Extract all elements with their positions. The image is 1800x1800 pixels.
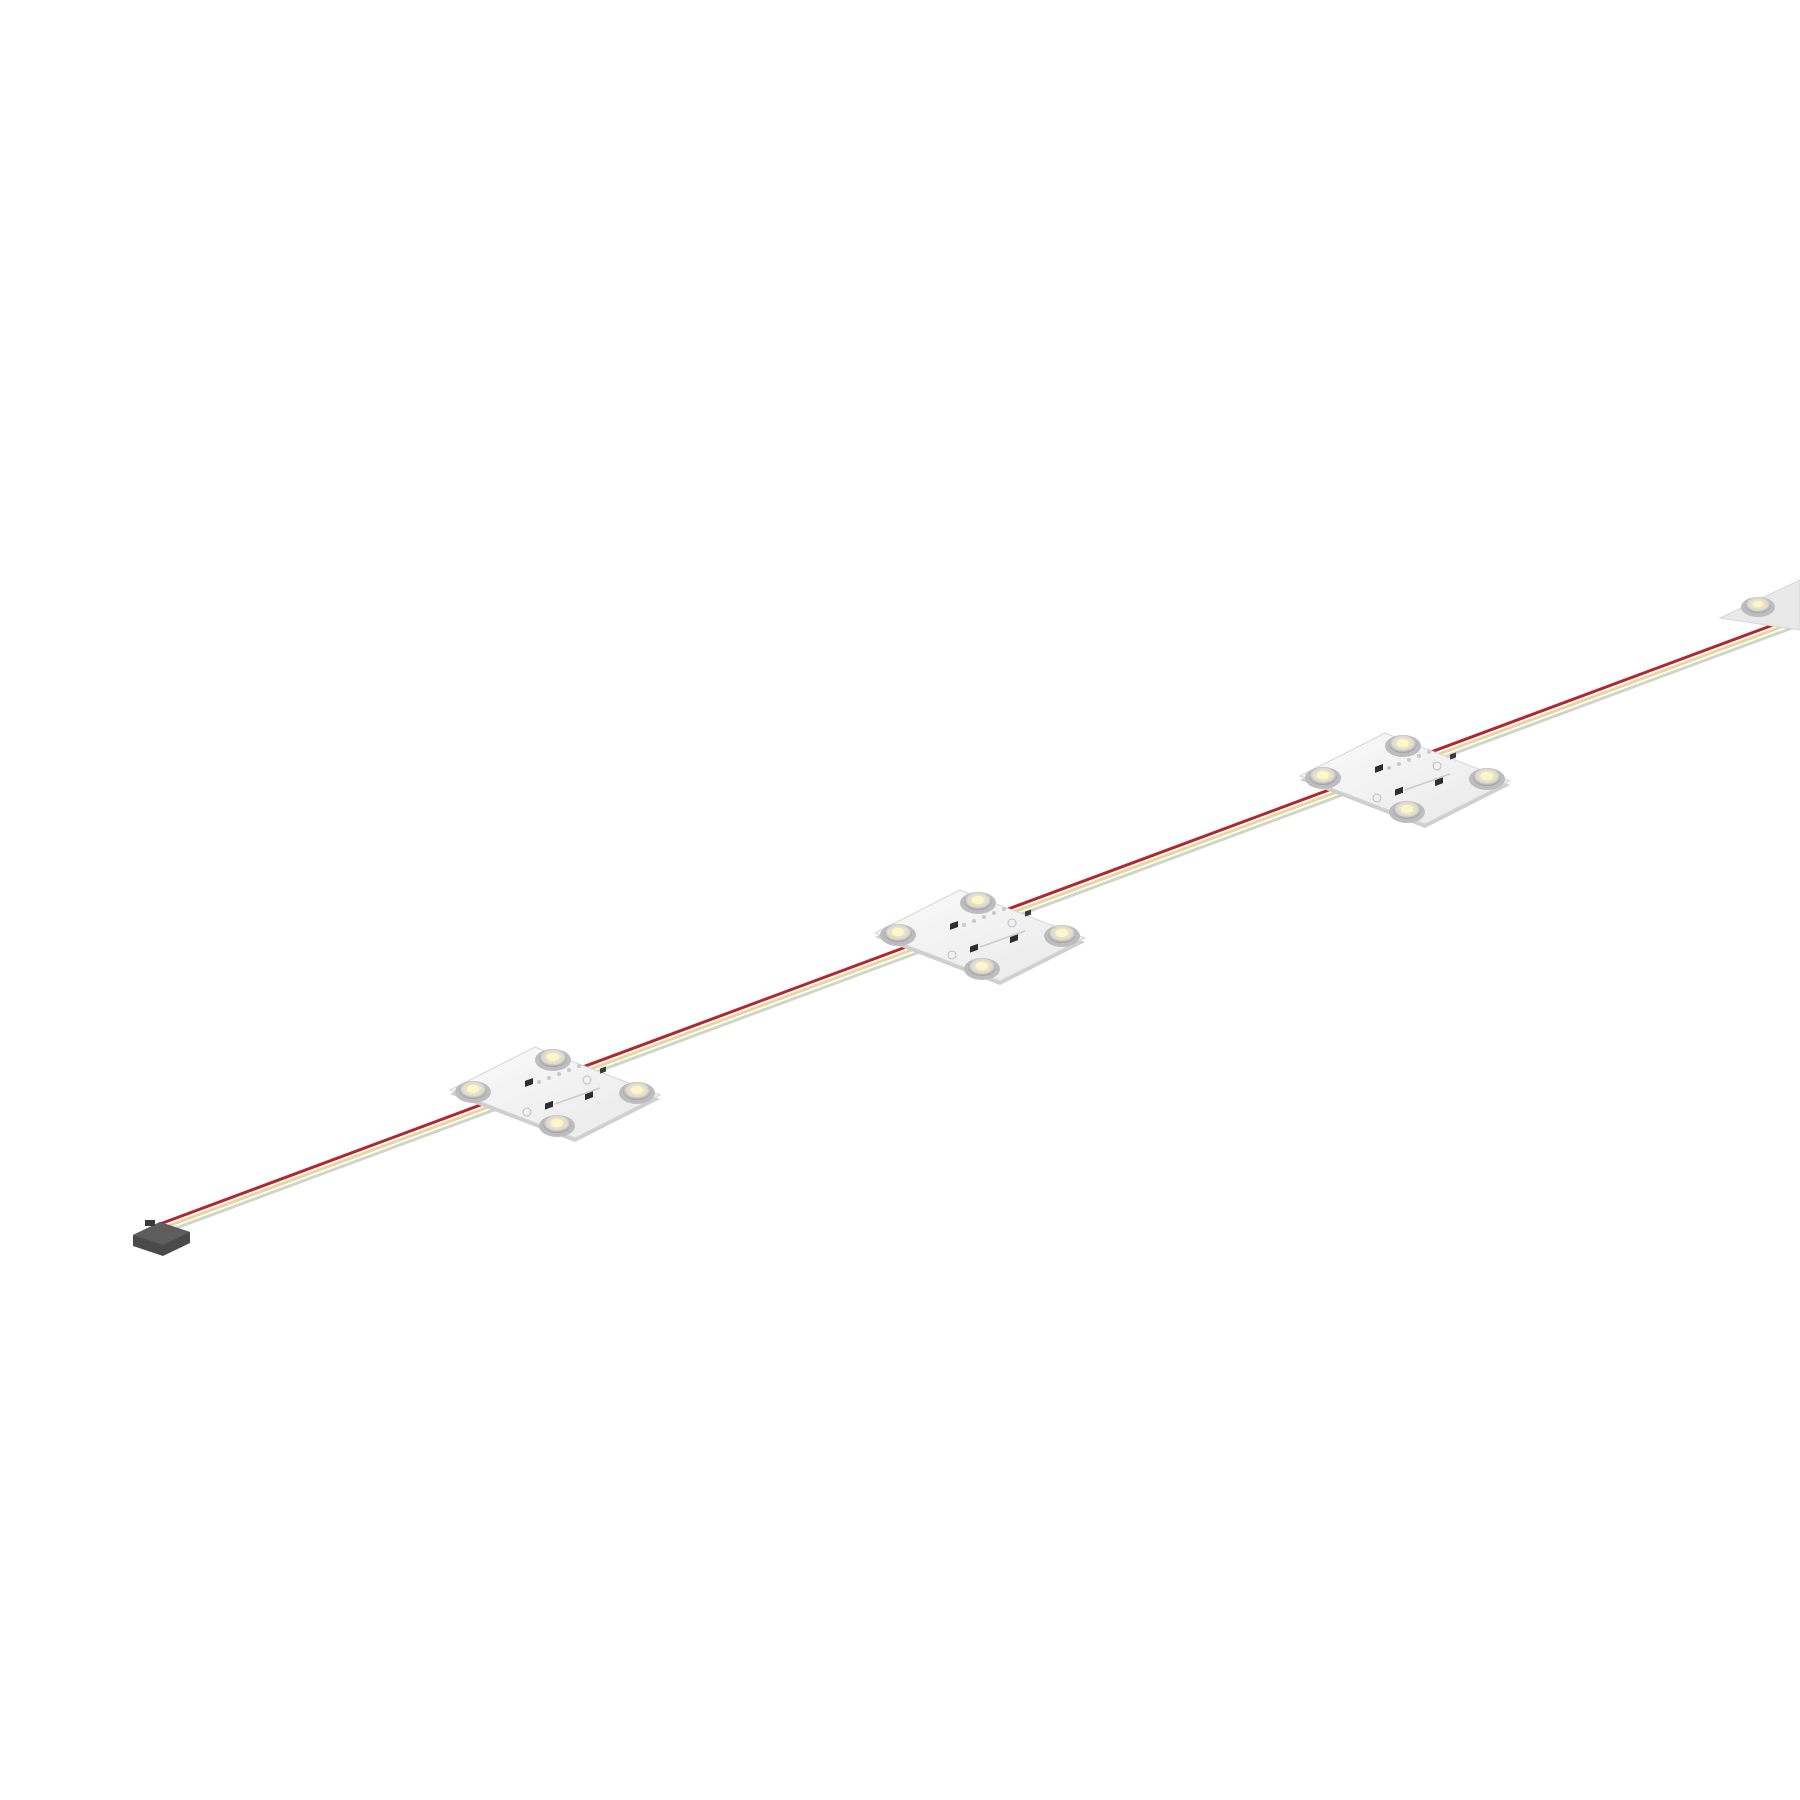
led-module-partial [1718, 579, 1800, 631]
connector-plug [133, 1220, 190, 1256]
led-module [874, 889, 1086, 986]
led-module [1299, 732, 1511, 829]
